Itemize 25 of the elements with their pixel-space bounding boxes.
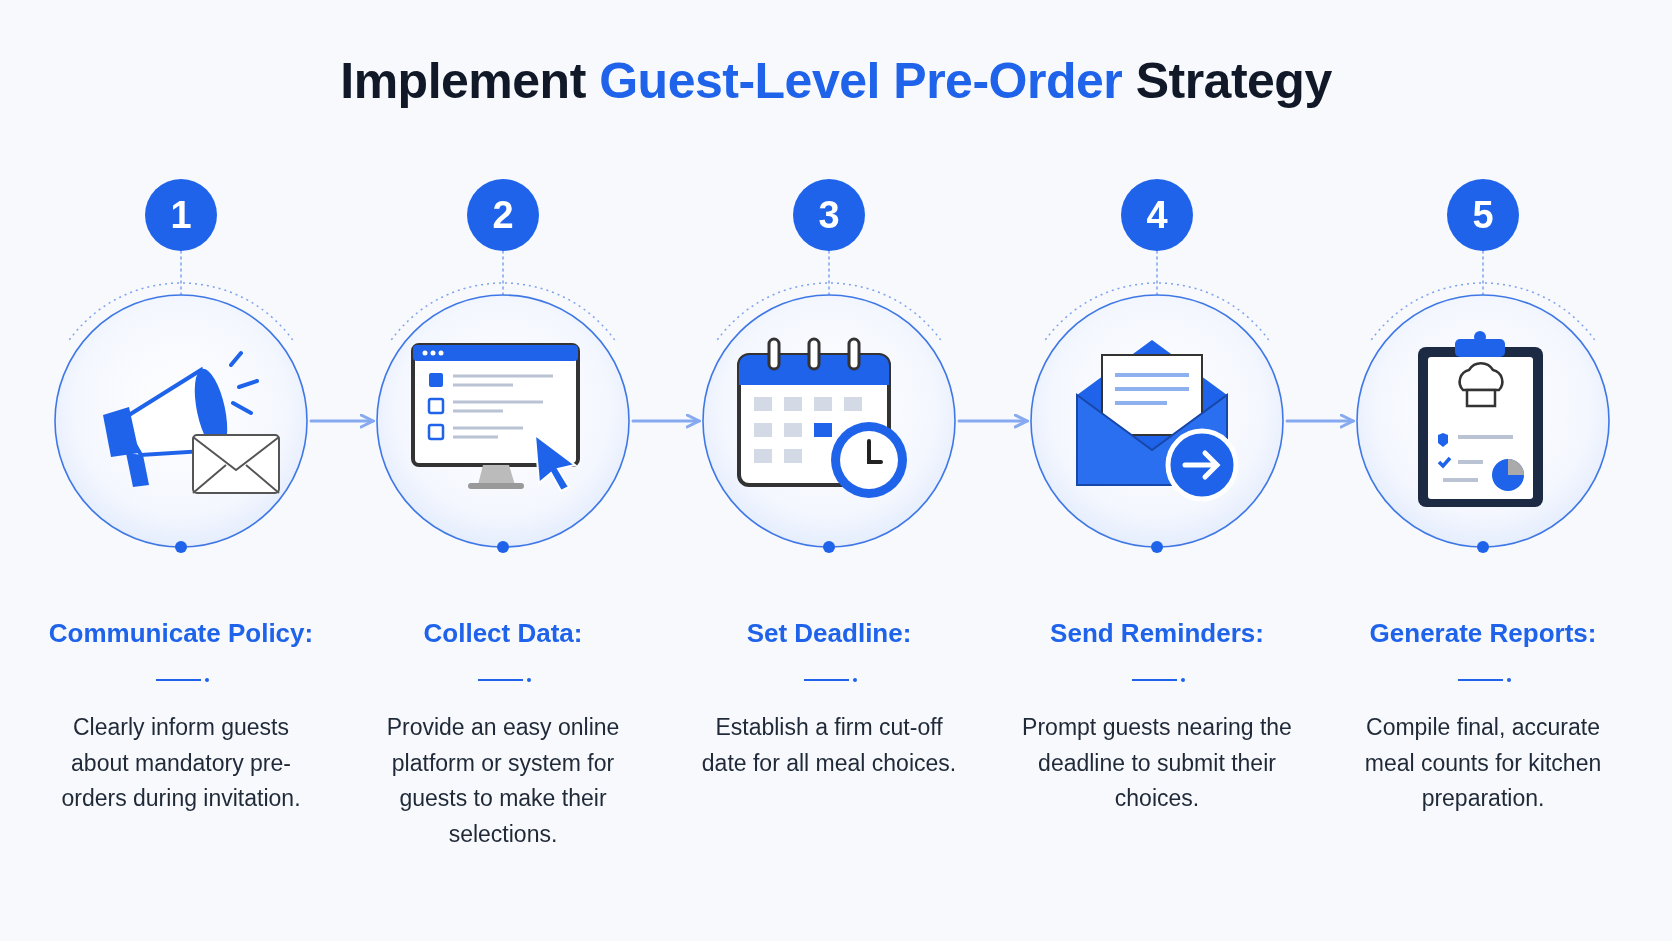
step-number-badge: 3 (793, 179, 865, 251)
step-description: Establish a firm cut-off date for all meal choices. (700, 713, 958, 778)
arrow (309, 413, 375, 429)
dotted-connector (180, 250, 182, 296)
arrow (1285, 413, 1355, 429)
step-number-badge: 4 (1121, 179, 1193, 251)
step-heading: Collect Data: (423, 617, 583, 650)
step-description: Provide an easy online platform or system for guests to make their selections. (385, 713, 621, 849)
step-heading: Send Reminders: (1050, 617, 1264, 650)
step-description: Clearly inform guests about mandatory pre-orders during invitation. (60, 713, 302, 813)
step-number-badge: 1 (145, 179, 217, 251)
step-description: Compile final, accurate meal counts for kitchen preparation. (1363, 713, 1603, 813)
arrow (957, 413, 1029, 429)
arrow (631, 413, 701, 429)
dotted-connector (828, 250, 830, 296)
step-number-badge: 2 (467, 179, 539, 251)
step-heading: Communicate Policy: (48, 617, 314, 650)
step-heading: Generate Reports: (1369, 617, 1597, 650)
dotted-connector (1482, 250, 1484, 296)
step-number-badge: 5 (1447, 179, 1519, 251)
dotted-connector (1156, 250, 1158, 296)
step-heading: Set Deadline: (746, 617, 912, 650)
step-description: Prompt guests nearing the deadline to submit their choices. (1021, 713, 1293, 813)
title: Implement Guest-Level Pre-Order Strategy (339, 52, 1333, 110)
dotted-connector (502, 250, 504, 296)
